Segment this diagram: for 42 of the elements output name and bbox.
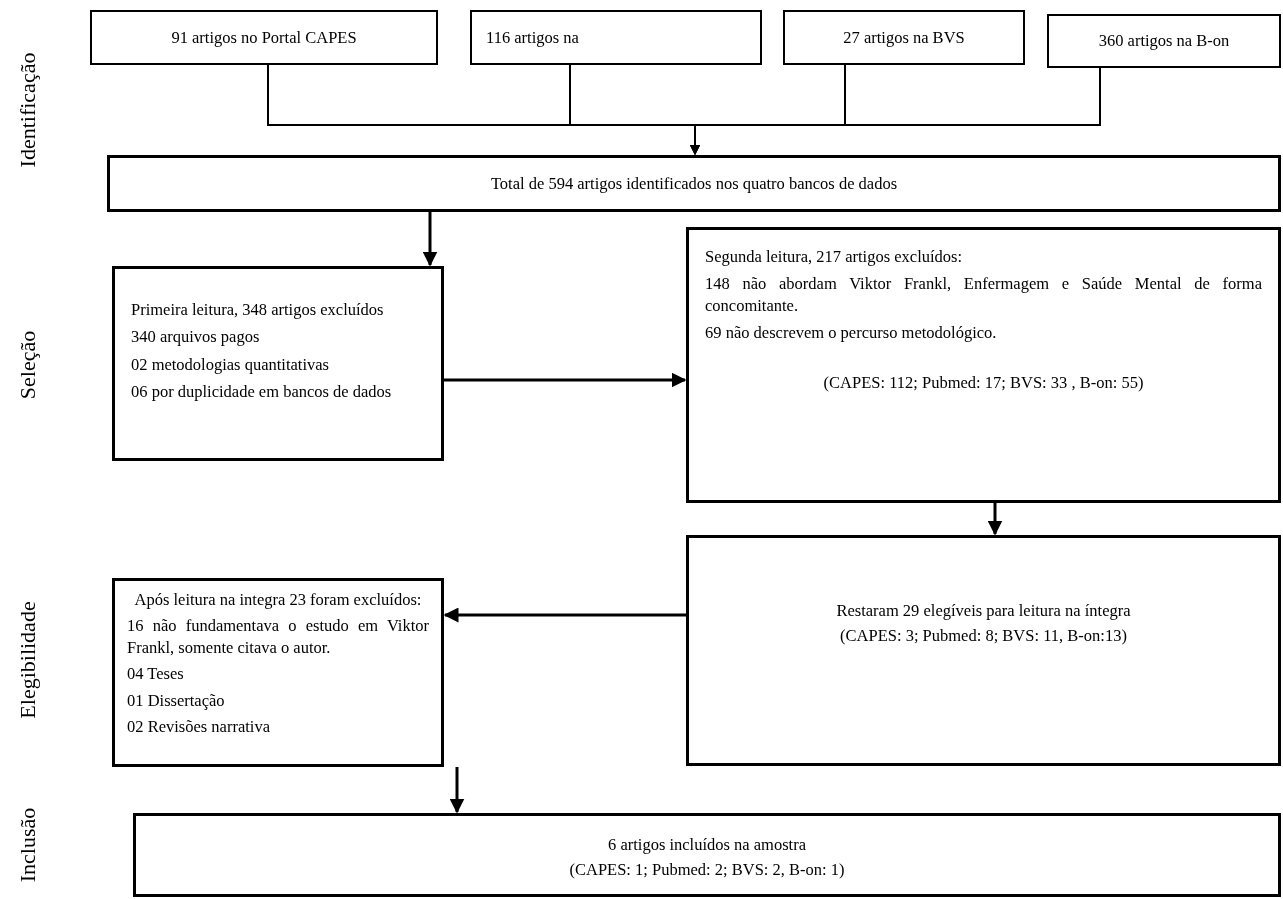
box-text: 148 não abordam Viktor Frankl, Enfermagem e Saúde Mental de forma concomitante. — [705, 273, 1262, 317]
process-box — [686, 227, 1281, 503]
process-box — [783, 10, 1025, 65]
box-text: 06 por duplicidade em bancos de dados — [131, 381, 393, 403]
box-text: Após leitura na integra 23 foram excluídos: — [133, 589, 423, 611]
process-box — [1047, 14, 1281, 68]
arrow — [422, 212, 438, 267]
process-box — [133, 813, 1281, 897]
arrow — [444, 372, 687, 388]
process-box — [686, 535, 1281, 766]
process-box — [112, 578, 444, 767]
box-text: Primeira leitura, 348 artigos excluídos — [131, 299, 385, 321]
box-text: 02 Revisões narrativa — [127, 716, 271, 738]
box-text: Total de 594 artigos identificados nos quatro bancos de dados — [489, 172, 899, 195]
process-box — [107, 155, 1281, 212]
box-text: Restaram 29 elegíveis para leitura na íntegra — [835, 600, 1132, 622]
box-text: 02 metodologias quantitativas — [131, 353, 330, 376]
box-text: (CAPES: 3; Pubmed: 8; BVS: 11, B-on:13) — [839, 625, 1128, 647]
box-text: 69 não descrevem o percurso metodológico. — [705, 322, 998, 344]
box-text: 16 não fundamentava o estudo em Viktor Frankl, somente citava o autor. — [127, 615, 429, 659]
box-text: 6 artigos incluídos na amostra — [607, 834, 807, 856]
process-box — [112, 266, 444, 461]
box-text: 340 arquivos pagos — [131, 326, 261, 348]
stage-label: Inclusão — [15, 807, 41, 883]
arrow — [443, 607, 686, 623]
box-text: 360 artigos na B-on — [1097, 30, 1231, 52]
stage-label: Identificação — [15, 52, 41, 168]
box-text: 116 artigos na — [486, 26, 580, 49]
arrow — [690, 67, 1101, 155]
box-text: (CAPES: 1; Pubmed: 2; BVS: 2, B-on: 1) — [568, 859, 846, 881]
process-box — [90, 10, 438, 65]
box-text: (CAPES: 112; Pubmed: 17; BVS: 33 , B-on: 55) — [822, 371, 1145, 394]
box-text: Segunda leitura, 217 artigos excluídos: — [705, 246, 964, 268]
arrow — [449, 767, 465, 814]
box-text: 27 artigos na BVS — [842, 26, 966, 49]
stage-label: Elegibilidade — [15, 601, 41, 719]
box-text: 91 artigos no Portal CAPES — [170, 26, 358, 49]
arrow — [987, 503, 1003, 536]
box-text: 04 Teses — [127, 663, 185, 685]
process-box — [470, 10, 762, 65]
stage-label: Seleção — [15, 330, 41, 400]
box-text: 01 Dissertação — [127, 689, 226, 712]
